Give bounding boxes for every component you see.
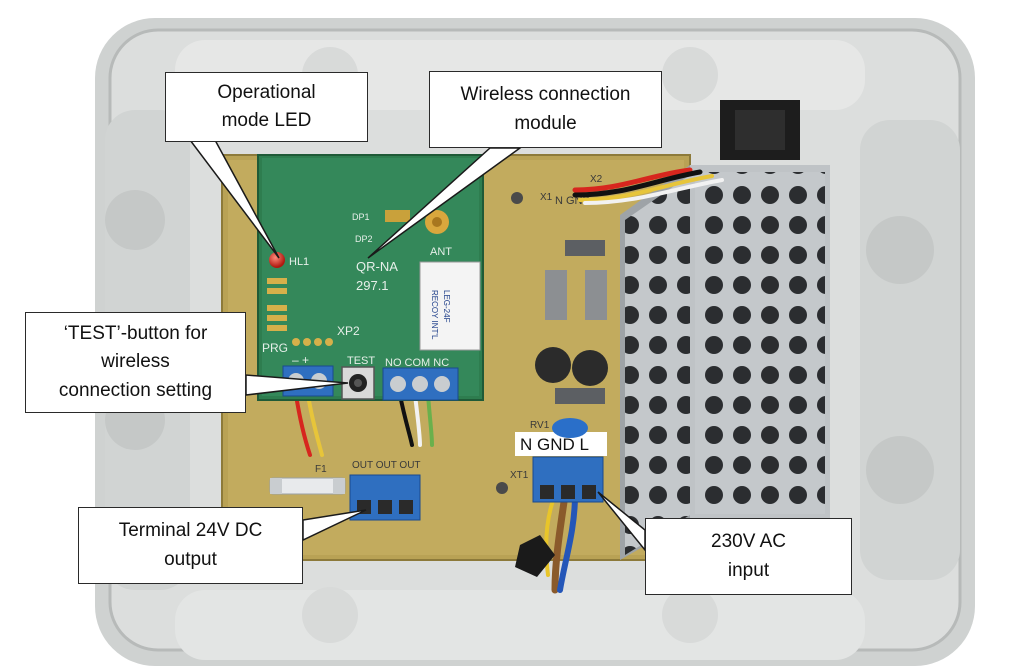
callout-terminal-24v: Terminal 24V DC output [78,507,303,584]
label-x2: X2 [590,174,603,185]
ac-label-text: N GND L [520,435,589,454]
label-dp2: DP2 [355,234,373,244]
label-rv1: RV1 [530,420,550,431]
label-dp1: DP1 [352,212,370,222]
callout-wireless-module: Wireless connection module [429,71,662,148]
label-x1: X1 [540,192,553,203]
label-hl1: HL1 [289,256,309,268]
label-xp2: XP2 [337,324,360,338]
wires [294,167,724,594]
relay-brand: RECOY INT'L [430,290,439,340]
label-relay-pins: NO COM NC [385,357,449,369]
label-ant: ANT [430,246,452,258]
label-out-pins: OUT OUT OUT [352,460,421,471]
fuse [269,477,346,495]
label-xt1: XT1 [510,470,529,481]
callout-test-button-text: ‘TEST’-button for wireless connection se… [58,322,213,401]
callout-230v-ac-input: 230V AC input [645,518,852,595]
terminal-block-ac-input [532,456,604,503]
power-supply-unit [620,100,830,560]
callout-wireless-module-text: Wireless connection module [460,84,631,134]
callout-terminal-24v-text: Terminal 24V DC output [118,520,263,570]
label-model-version: 297.1 [356,278,389,293]
label-prg: PRG [262,341,288,355]
relay-component: RECOY INT'L LEG-24F [419,261,481,351]
terminal-block-relay [382,367,459,401]
callout-operational-led: Operational mode LED [165,72,368,142]
label-test: TEST [347,355,375,367]
callout-operational-led-text: Operational mode LED [217,81,316,132]
relay-model: LEG-24F [442,290,451,323]
label-minus-plus: – + [292,353,309,367]
callout-230v-ac-input-text: 230V AC input [711,531,786,581]
label-model: QR-NA [356,259,398,274]
callout-test-button: ‘TEST’-button for wireless connection se… [25,312,246,413]
leader-lines [188,139,646,553]
operational-led [269,252,285,268]
label-f1: F1 [315,464,327,475]
smd-components [535,240,608,438]
cable-gland [515,535,555,577]
